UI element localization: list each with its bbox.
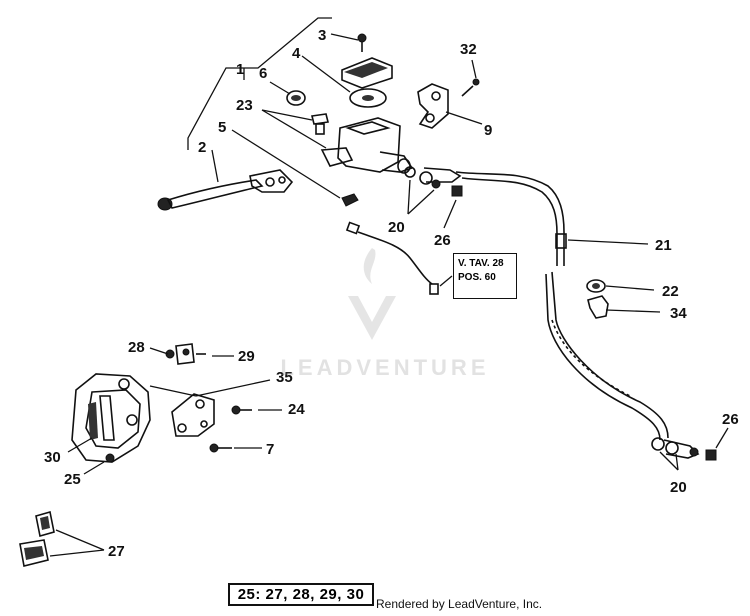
bolt-24 xyxy=(231,405,252,415)
screw-32 xyxy=(461,78,480,97)
label-6: 6 xyxy=(259,65,267,82)
label-22: 22 xyxy=(662,283,679,300)
master-cylinder xyxy=(320,117,414,174)
upper-banjo xyxy=(404,166,463,197)
label-28: 28 xyxy=(128,339,145,356)
reference-line-1: V. TAV. 28 xyxy=(458,258,504,269)
brake-lever xyxy=(157,169,294,211)
label-20-lower: 20 xyxy=(670,479,687,496)
credit-text: Rendered by LeadVenture, Inc. xyxy=(376,597,543,611)
label-23: 23 xyxy=(236,97,253,114)
label-25: 25 xyxy=(64,471,81,488)
label-29: 29 xyxy=(238,348,255,365)
switch-wire xyxy=(345,221,439,295)
label-30: 30 xyxy=(44,449,61,466)
label-4: 4 xyxy=(292,45,301,62)
diaphragm xyxy=(349,88,387,108)
caliper-bracket xyxy=(171,393,215,437)
cover-screw xyxy=(357,33,367,52)
label-27: 27 xyxy=(108,543,125,560)
leader-lines xyxy=(49,33,729,557)
assembly-bracket-1 xyxy=(187,17,332,150)
reference-box: V. TAV. 28 POS. 60 xyxy=(453,253,517,299)
bleeder-28-29 xyxy=(165,343,206,365)
watermark-text: LEADVENTURE xyxy=(280,355,490,380)
brake-pads-27 xyxy=(19,510,55,567)
label-26-upper: 26 xyxy=(434,232,451,249)
label-20-upper: 20 xyxy=(388,219,405,236)
label-32: 32 xyxy=(460,41,477,58)
label-3: 3 xyxy=(318,27,326,44)
reference-line-2: POS. 60 xyxy=(458,272,496,283)
label-1: 1 xyxy=(236,61,244,78)
screw-23 xyxy=(311,113,329,135)
reservoir-cover xyxy=(341,57,393,89)
seal-6 xyxy=(286,90,306,106)
label-21: 21 xyxy=(655,237,672,254)
label-2: 2 xyxy=(198,139,206,156)
kit-note: 25: 27, 28, 29, 30 xyxy=(228,583,374,606)
label-35: 35 xyxy=(276,369,293,386)
grommet-22 xyxy=(586,279,606,293)
clip-34 xyxy=(587,295,609,319)
bolt-7 xyxy=(209,443,232,453)
brake-hose xyxy=(455,171,669,441)
brake-caliper xyxy=(71,373,151,463)
label-26-lower: 26 xyxy=(722,411,739,428)
label-9: 9 xyxy=(484,122,492,139)
label-34: 34 xyxy=(670,305,687,322)
lower-banjo xyxy=(651,437,717,461)
clamp-9 xyxy=(417,83,449,129)
watermark-logo xyxy=(348,248,396,340)
label-7: 7 xyxy=(266,441,274,458)
switch-5 xyxy=(341,193,359,207)
label-24: 24 xyxy=(288,401,305,418)
label-5: 5 xyxy=(218,119,226,136)
